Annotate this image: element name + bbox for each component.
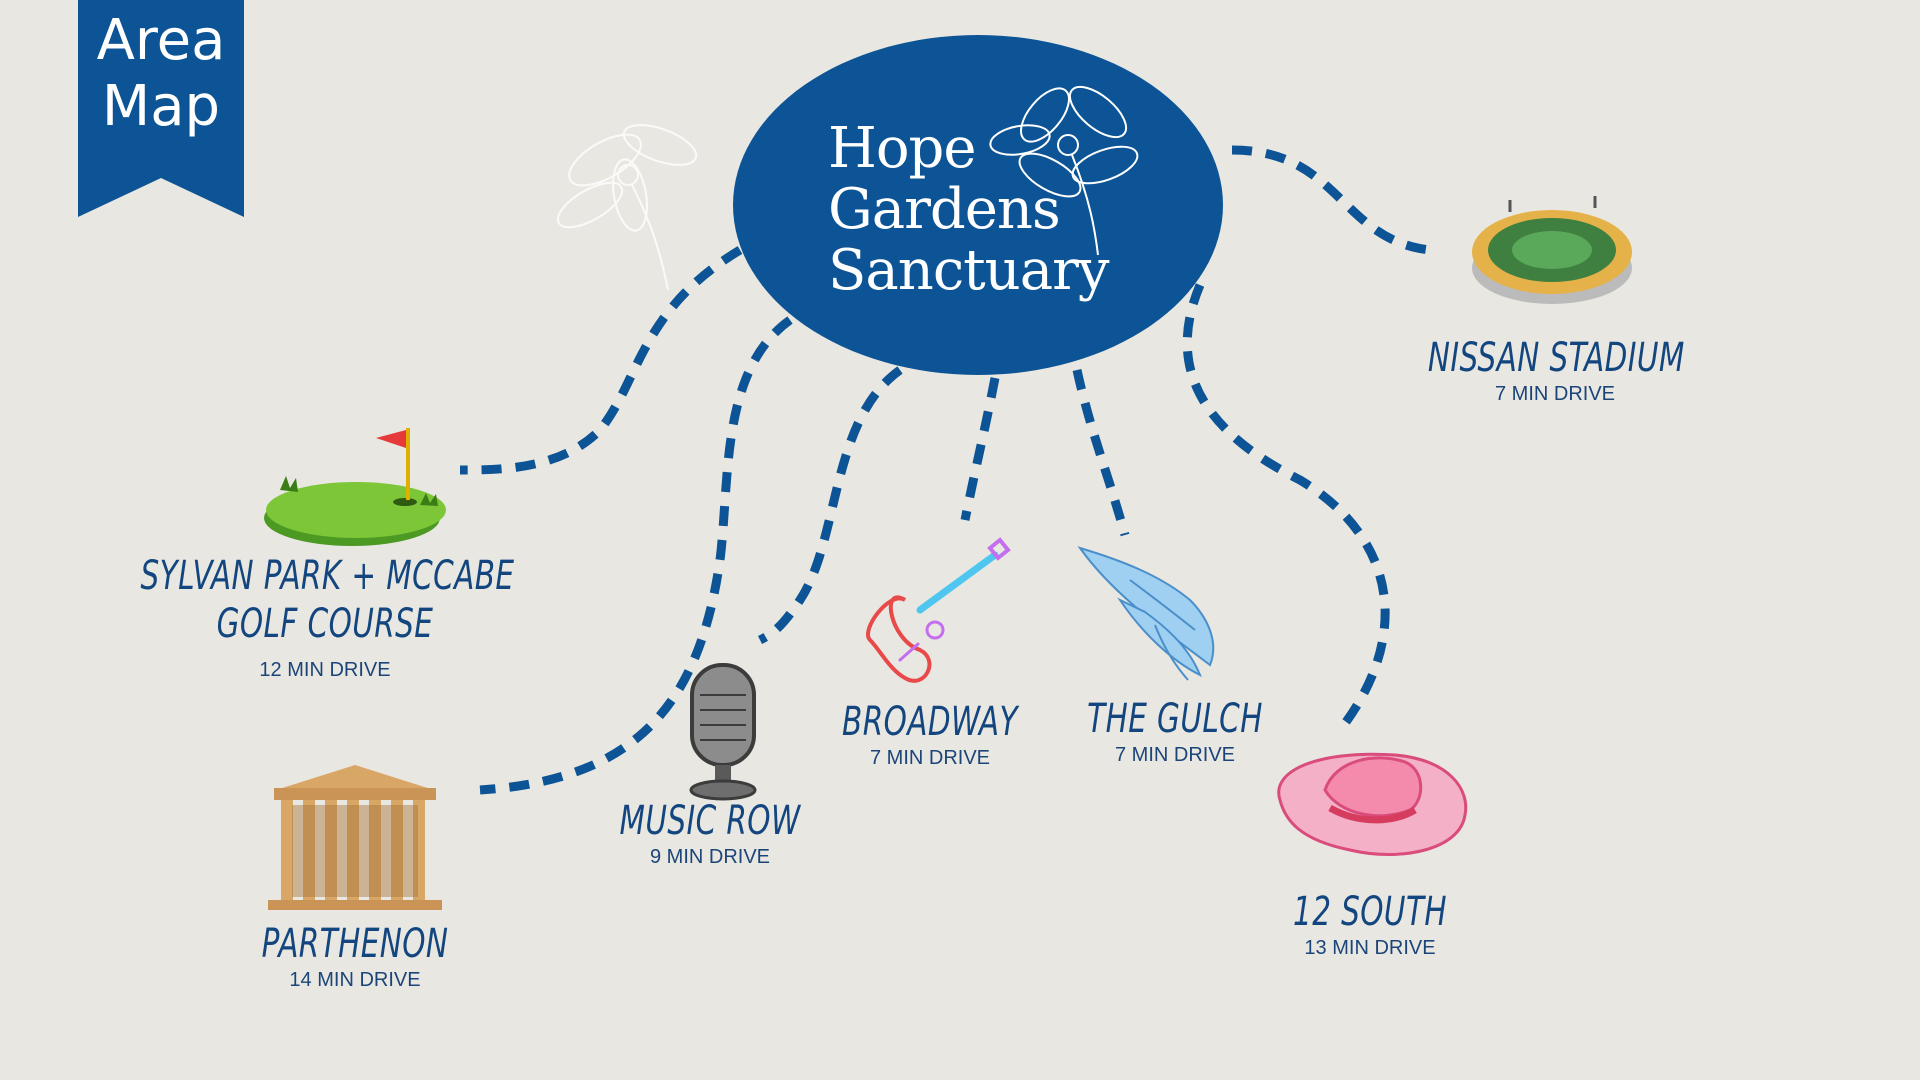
cowboy-hat-icon bbox=[1277, 752, 1468, 856]
stadium-icon bbox=[1472, 196, 1632, 304]
destination-broadway: BROADWAY 7 MIN DRIVE bbox=[800, 698, 1060, 770]
destination-12-south: 12 SOUTH 13 MIN DRIVE bbox=[1240, 888, 1500, 960]
route-12-south bbox=[1182, 283, 1390, 733]
routes bbox=[459, 145, 1431, 795]
faint-flower-icon bbox=[556, 124, 698, 291]
hub-title-line-2: Gardens bbox=[828, 177, 1061, 242]
hub-title-line-1: Hope bbox=[828, 116, 977, 181]
destination-name-line-1: SYLVAN PARK + MCCABE bbox=[140, 553, 515, 599]
route-broadway bbox=[960, 377, 1000, 521]
route-music-row bbox=[757, 366, 903, 645]
wing-icon bbox=[1077, 546, 1215, 681]
banner-line-2: Map bbox=[101, 74, 221, 139]
destination-parthenon: PARTHENON 14 MIN DRIVE bbox=[220, 920, 490, 992]
destination-drive-time: 14 MIN DRIVE bbox=[289, 969, 421, 991]
destination-drive-time: 12 MIN DRIVE bbox=[259, 659, 391, 681]
destination-drive-time: 7 MIN DRIVE bbox=[1494, 383, 1616, 405]
hub-title-line-3: Sanctuary bbox=[828, 238, 1110, 303]
banner-line-1: Area bbox=[96, 8, 226, 73]
route-stadium bbox=[1231, 145, 1431, 255]
hub-flower-icon bbox=[989, 85, 1139, 256]
hub-title: Hope Gardens Sanctuary bbox=[828, 118, 1148, 301]
microphone-icon bbox=[689, 663, 757, 801]
route-parthenon bbox=[479, 316, 793, 795]
route-gulch bbox=[1072, 369, 1130, 537]
route-golf bbox=[459, 246, 743, 475]
hub-ellipse bbox=[733, 35, 1223, 375]
destination-name: THE GULCH bbox=[1087, 696, 1263, 742]
neon-guitar-icon bbox=[866, 537, 1011, 683]
destination-the-gulch: THE GULCH 7 MIN DRIVE bbox=[1045, 695, 1305, 767]
golf-green-icon bbox=[264, 428, 446, 546]
destination-name: NISSAN STADIUM bbox=[1427, 335, 1685, 381]
destination-drive-time: 7 MIN DRIVE bbox=[869, 747, 991, 769]
destination-drive-time: 9 MIN DRIVE bbox=[649, 846, 771, 868]
destination-name-line-2: GOLF COURSE bbox=[216, 601, 434, 647]
destination-drive-time: 7 MIN DRIVE bbox=[1114, 744, 1236, 766]
destination-drive-time: 13 MIN DRIVE bbox=[1304, 937, 1436, 959]
destination-name: 12 SOUTH bbox=[1293, 889, 1447, 935]
destination-music-row: MUSIC ROW 9 MIN DRIVE bbox=[575, 797, 845, 869]
area-map-banner: Area Map bbox=[78, 0, 244, 217]
destination-name: BROADWAY bbox=[842, 699, 1018, 745]
destination-nissan-stadium: NISSAN STADIUM 7 MIN DRIVE bbox=[1400, 334, 1710, 406]
destination-name: MUSIC ROW bbox=[619, 798, 801, 844]
parthenon-icon bbox=[268, 765, 442, 910]
destination-golf-course: SYLVAN PARK + MCCABE GOLF COURSE 12 MIN … bbox=[100, 552, 550, 682]
destination-name: PARTHENON bbox=[261, 921, 449, 967]
